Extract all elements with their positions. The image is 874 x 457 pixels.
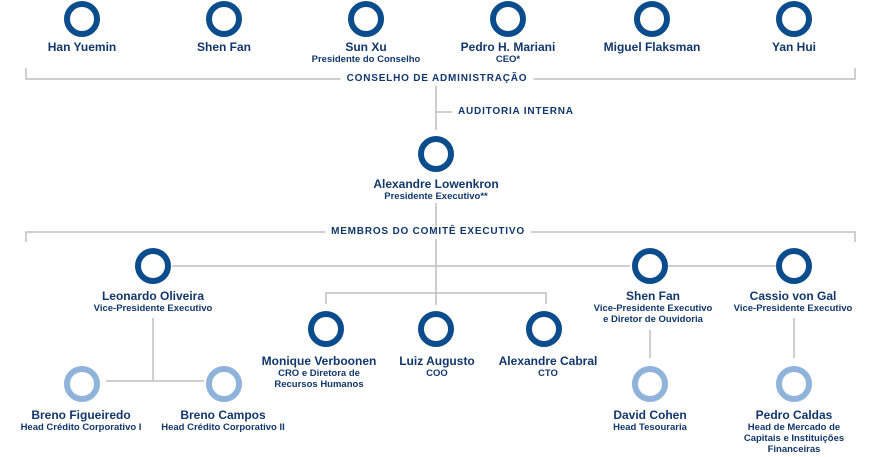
person-name: Yan Hui bbox=[771, 40, 817, 54]
luiz-icon bbox=[418, 311, 454, 347]
board-member-5: Miguel Flaksman bbox=[604, 40, 701, 54]
person-name: Miguel Flaksman bbox=[603, 40, 701, 54]
ceo-icon bbox=[418, 136, 454, 172]
person-role: Capitais e Instituições bbox=[743, 433, 845, 444]
person-role: Presidente do Conselho bbox=[311, 54, 421, 65]
person-role: Financeiras bbox=[767, 444, 821, 455]
person-name: Shen Fan bbox=[196, 40, 252, 54]
leonardo-node: Leonardo Oliveira Vice-Presidente Execut… bbox=[94, 289, 213, 314]
board-member-3: Sun Xu Presidente do Conselho bbox=[312, 40, 421, 65]
person-name: Pedro H. Mariani bbox=[460, 40, 556, 54]
person-name: Pedro Caldas bbox=[755, 408, 833, 422]
board-member-1: Han Yuemin bbox=[48, 40, 116, 54]
ceo-node: Alexandre Lowenkron Presidente Executivo… bbox=[373, 177, 498, 202]
leonardo-icon bbox=[135, 248, 171, 284]
shen-icon bbox=[632, 248, 668, 284]
alexandre-icon bbox=[526, 311, 562, 347]
committee-section-title: MEMBROS DO COMITÊ EXECUTIVO bbox=[325, 226, 531, 238]
breno-c-node: Breno Campos Head Crédito Corporativo II bbox=[161, 408, 285, 433]
alexandre-node: Alexandre Cabral CTO bbox=[499, 354, 598, 379]
person-name: Alexandre Cabral bbox=[498, 354, 598, 368]
person-role: CEO* bbox=[495, 54, 521, 65]
pedro-node: Pedro Caldas Head de Mercado de Capitais… bbox=[744, 408, 844, 455]
person-role: Recursos Humanos bbox=[274, 379, 364, 390]
david-node: David Cohen Head Tesouraria bbox=[613, 408, 687, 433]
board-member-6-icon bbox=[776, 1, 812, 37]
monique-icon bbox=[308, 311, 344, 347]
person-name: Alexandre Lowenkron bbox=[373, 177, 499, 191]
board-member-2: Shen Fan bbox=[197, 40, 251, 54]
cassio-icon bbox=[776, 248, 812, 284]
person-role: CTO bbox=[538, 368, 558, 379]
person-role: Head Crédito Corporativo I bbox=[20, 422, 142, 433]
person-role: Vice-Presidente Executivo bbox=[593, 303, 713, 314]
pedro-icon bbox=[776, 366, 812, 402]
board-member-2-icon bbox=[206, 1, 242, 37]
shen-node: Shen Fan Vice-Presidente Executivo e Dir… bbox=[594, 289, 713, 325]
audit-label: AUDITORIA INTERNA bbox=[452, 106, 580, 118]
board-section-title: CONSELHO DE ADMINISTRAÇÃO bbox=[340, 73, 534, 85]
luiz-node: Luiz Augusto COO bbox=[399, 354, 475, 379]
person-name: Breno Campos bbox=[180, 408, 266, 422]
person-name: Leonardo Oliveira bbox=[101, 289, 205, 303]
breno-f-node: Breno Figueiredo Head Crédito Corporativ… bbox=[21, 408, 142, 433]
person-role: COO bbox=[426, 368, 448, 379]
cassio-node: Cassio von Gal Vice-Presidente Executivo bbox=[734, 289, 853, 314]
breno-c-icon bbox=[206, 366, 242, 402]
person-role: CRO e Diretora de bbox=[278, 368, 360, 379]
person-name: Luiz Augusto bbox=[399, 354, 475, 368]
breno-f-icon bbox=[64, 366, 100, 402]
david-icon bbox=[632, 366, 668, 402]
person-name: David Cohen bbox=[613, 408, 687, 422]
person-name: Shen Fan bbox=[625, 289, 681, 303]
board-member-5-icon bbox=[634, 1, 670, 37]
person-name: Breno Figueiredo bbox=[31, 408, 131, 422]
board-member-3-icon bbox=[348, 1, 384, 37]
person-role: Vice-Presidente Executivo bbox=[733, 303, 853, 314]
person-name: Cassio von Gal bbox=[749, 289, 837, 303]
person-name: Han Yuemin bbox=[47, 40, 117, 54]
board-member-1-icon bbox=[64, 1, 100, 37]
person-role: Presidente Executivo** bbox=[384, 191, 488, 202]
board-member-4: Pedro H. Mariani CEO* bbox=[461, 40, 556, 65]
person-role: Head Tesouraria bbox=[613, 422, 687, 433]
monique-node: Monique Verboonen CRO e Diretora de Recu… bbox=[262, 354, 377, 390]
board-member-6: Yan Hui bbox=[772, 40, 816, 54]
person-name: Monique Verboonen bbox=[261, 354, 377, 368]
board-member-4-icon bbox=[490, 1, 526, 37]
person-name: Sun Xu bbox=[345, 40, 387, 54]
person-role: e Diretor de Ouvidoria bbox=[603, 314, 703, 325]
person-role: Vice-Presidente Executivo bbox=[93, 303, 213, 314]
person-role: Head de Mercado de bbox=[747, 422, 841, 433]
person-role: Head Crédito Corporativo II bbox=[161, 422, 285, 433]
